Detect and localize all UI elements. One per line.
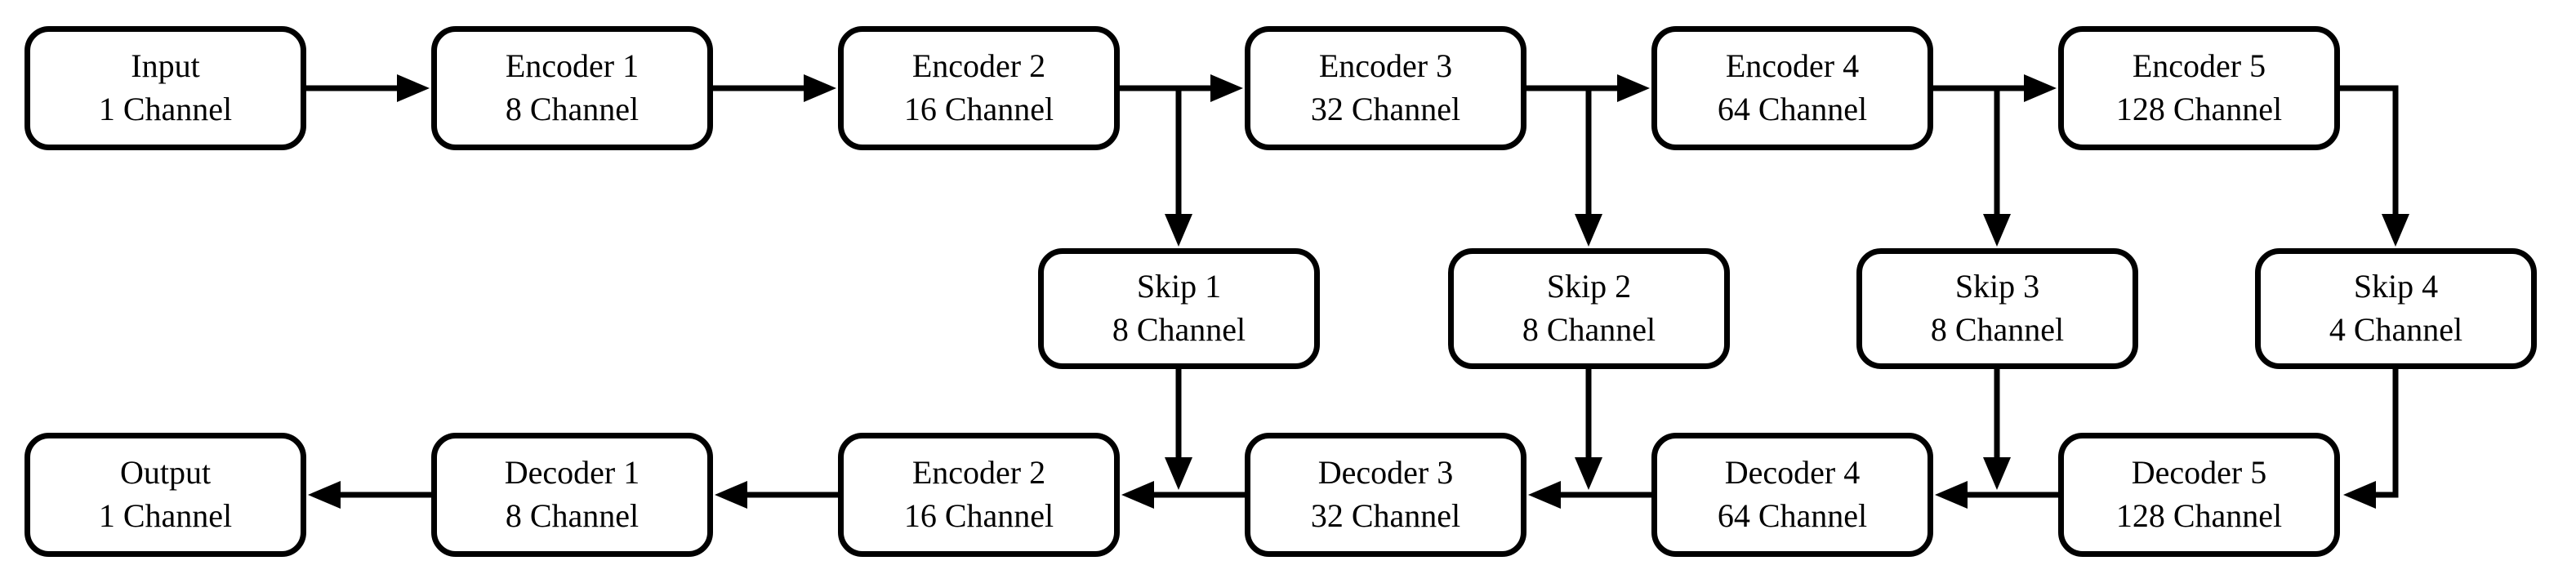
node-skip-1-title: Skip 1: [1136, 268, 1222, 305]
node-encoder-5-title: Encoder 5: [2132, 47, 2266, 85]
arrow-encoder-3-to-encoder-4: [1526, 74, 1650, 102]
node-encoder-4: Encoder 4 64 Channel: [1651, 26, 1933, 150]
arrow-input-to-encoder-1: [306, 74, 430, 102]
node-decoder-1-channels: 8 Channel: [505, 497, 640, 534]
node-decoder-4-channels: 64 Channel: [1717, 497, 1868, 534]
node-encoder-1: Encoder 1 8 Channel: [431, 26, 713, 150]
node-encoder-3: Encoder 3 32 Channel: [1245, 26, 1526, 150]
arrow-decoder-2-to-decoder-1: [715, 481, 838, 509]
node-decoder-4: Decoder 4 64 Channel: [1651, 433, 1933, 557]
node-decoder-4-title: Decoder 4: [1724, 454, 1861, 492]
node-skip-3-channels: 8 Channel: [1930, 311, 2065, 348]
node-encoder-3-channels: 32 Channel: [1310, 91, 1461, 127]
arrow-branch-to-skip-2: [1575, 88, 1602, 247]
node-decoder-1-title: Decoder 1: [504, 454, 640, 492]
node-decoder-3-channels: 32 Channel: [1310, 497, 1461, 534]
arrow-decoder-3-to-decoder-2: [1121, 481, 1245, 509]
node-decoder-3: Decoder 3 32 Channel: [1245, 433, 1526, 557]
arrow-branch-to-skip-1: [1165, 88, 1192, 247]
arrow-decoder-4-to-decoder-3: [1528, 481, 1651, 509]
arrow-skip-2-down: [1575, 369, 1602, 490]
node-input-title: Input: [131, 47, 200, 85]
node-decoder-2-channels: 16 Channel: [903, 497, 1054, 534]
node-skip-2-channels: 8 Channel: [1522, 311, 1656, 348]
node-encoder-1-title: Encoder 1: [505, 47, 640, 85]
node-encoder-2-title: Encoder 2: [911, 47, 1046, 85]
node-encoder-3-title: Encoder 3: [1318, 47, 1453, 85]
node-skip-3: Skip 3 8 Channel: [1856, 248, 2138, 369]
arrow-skip-4-to-decoder-5: [2343, 369, 2399, 509]
node-encoder-2: Encoder 2 16 Channel: [838, 26, 1120, 150]
node-encoder-5: Encoder 5 128 Channel: [2058, 26, 2340, 150]
arrow-encoder-1-to-encoder-2: [713, 74, 836, 102]
node-encoder-1-channels: 8 Channel: [505, 91, 640, 127]
arrow-skip-1-down: [1165, 369, 1192, 490]
arrow-encoder-4-to-encoder-5: [1933, 74, 2057, 102]
node-output-title: Output: [119, 454, 212, 492]
node-skip-2: Skip 2 8 Channel: [1448, 248, 1730, 369]
node-skip-2-title: Skip 2: [1546, 268, 1632, 305]
node-skip-1: Skip 1 8 Channel: [1038, 248, 1320, 369]
node-decoder-2-title: Encoder 2: [911, 454, 1046, 492]
node-input: Input 1 Channel: [25, 26, 306, 150]
node-decoder-5-channels: 128 Channel: [2115, 497, 2283, 534]
arrow-encoder-5-to-skip-4: [2340, 85, 2409, 247]
arrow-branch-to-skip-3: [1983, 88, 2011, 247]
node-skip-3-title: Skip 3: [1954, 268, 2040, 305]
node-encoder-4-channels: 64 Channel: [1717, 91, 1868, 127]
node-decoder-5-title: Decoder 5: [2131, 454, 2267, 492]
node-encoder-4-title: Encoder 4: [1725, 47, 1860, 85]
arrow-decoder-1-to-output: [308, 481, 431, 509]
node-decoder-2-labeled-encoder-2: Encoder 2 16 Channel: [838, 433, 1120, 557]
node-decoder-5: Decoder 5 128 Channel: [2058, 433, 2340, 557]
node-output-channels: 1 Channel: [98, 497, 233, 534]
arrow-decoder-5-to-decoder-4: [1935, 481, 2058, 509]
node-skip-1-channels: 8 Channel: [1112, 311, 1246, 348]
node-skip-4: Skip 4 4 Channel: [2255, 248, 2537, 369]
arrow-encoder-2-to-encoder-3: [1120, 74, 1243, 102]
node-input-channels: 1 Channel: [98, 91, 233, 127]
node-skip-4-channels: 4 Channel: [2329, 311, 2463, 348]
node-decoder-3-title: Decoder 3: [1317, 454, 1454, 492]
node-encoder-2-channels: 16 Channel: [903, 91, 1054, 127]
node-skip-4-title: Skip 4: [2353, 268, 2439, 305]
node-decoder-1: Decoder 1 8 Channel: [431, 433, 713, 557]
arrow-skip-3-down: [1983, 369, 2011, 490]
node-encoder-5-channels: 128 Channel: [2115, 91, 2283, 127]
node-output: Output 1 Channel: [25, 433, 306, 557]
